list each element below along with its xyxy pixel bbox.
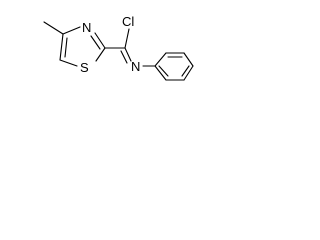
structure-canvas: N S Cl N — [0, 0, 225, 105]
phenyl-bond-6-double — [158, 65, 169, 77]
atom-label-imine-nitrogen: N — [131, 59, 140, 74]
ring-bond-c5-c4 — [59, 33, 64, 61]
atom-label-sulfur: S — [80, 60, 89, 75]
chemical-structure-diagram: N S Cl N — [43, 14, 194, 81]
ring-bond-c5-c4-double — [64, 37, 68, 58]
ring-bond-n3-c2 — [94, 32, 106, 49]
methyl-bond — [43, 21, 64, 35]
phenyl-bond-1 — [154, 52, 167, 67]
bond-c-n-imine-double — [120, 50, 128, 64]
ring-bond-c4-n3 — [62, 26, 81, 35]
phenyl-bond-4 — [183, 65, 194, 81]
phenyl-bond-6 — [154, 65, 167, 81]
ring-bond-s1-c5 — [59, 59, 78, 67]
phenyl-bond-4-double — [181, 65, 190, 77]
ring-bond-c2-s1 — [95, 47, 106, 62]
bond-c-n-imine — [124, 47, 132, 62]
bonds — [43, 21, 194, 81]
atom-label-chlorine: Cl — [122, 14, 134, 29]
atom-label-ring-nitrogen: N — [82, 20, 91, 35]
bond-c-cl — [124, 28, 130, 49]
phenyl-bond-3 — [183, 52, 194, 67]
atom-labels: N S Cl N — [80, 14, 140, 75]
ring-bond-n3-c2-double — [90, 35, 101, 50]
